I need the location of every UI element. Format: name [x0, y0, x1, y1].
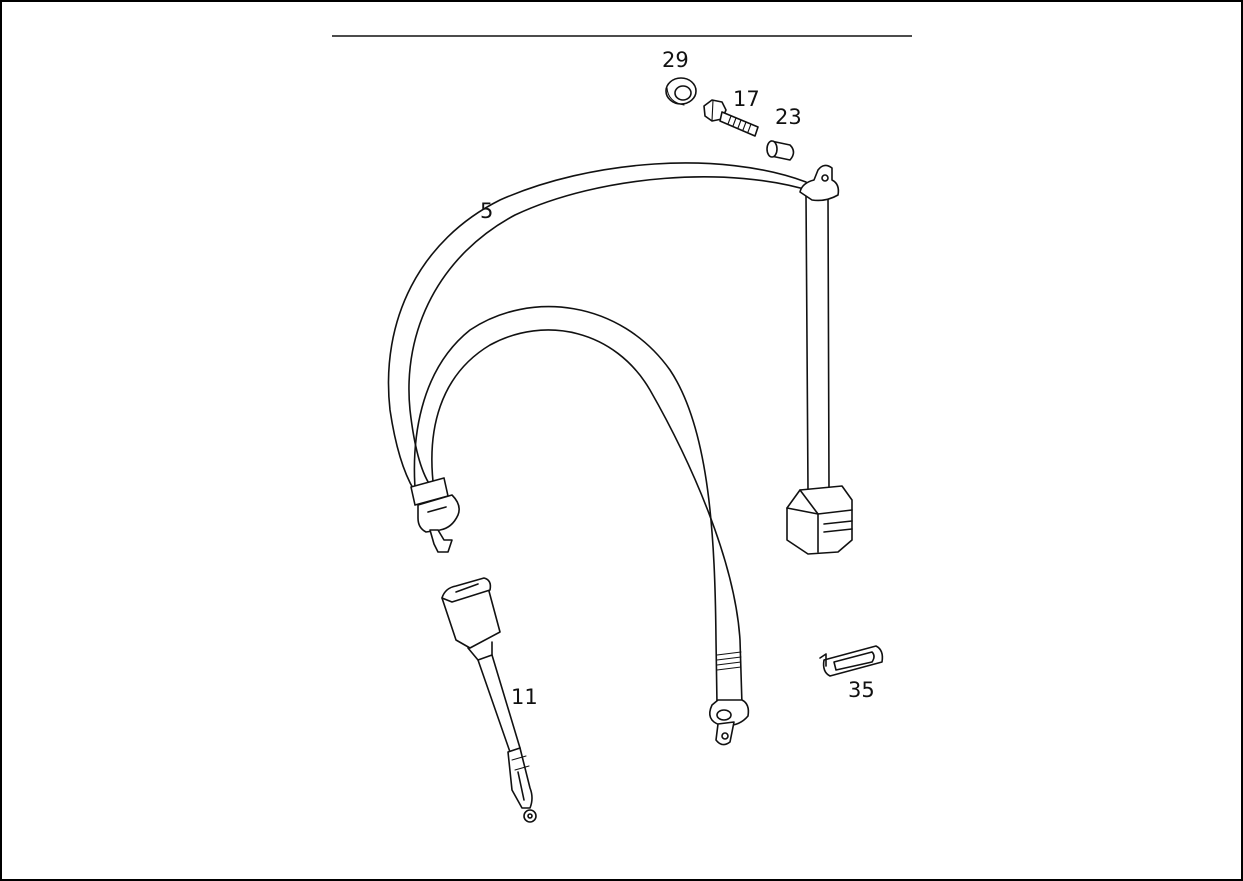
belt-end-anchor	[709, 699, 750, 746]
callout-11: 11	[511, 685, 538, 709]
callout-17: 17	[733, 87, 760, 111]
callout-29: 29	[662, 48, 689, 72]
retractor-strap	[799, 164, 840, 491]
callout-5: 5	[480, 199, 493, 223]
part-11-buckle-stalk	[441, 577, 537, 823]
belt-latch-tongue	[410, 477, 460, 553]
callout-35: 35	[848, 678, 875, 702]
part-35-cover-clip	[819, 645, 884, 677]
part-5-belt-upper-loop	[387, 162, 815, 491]
part-5-belt-lower-loop	[413, 305, 743, 706]
callout-23: 23	[775, 105, 802, 129]
retractor-unit	[786, 485, 853, 555]
part-29-washer	[665, 77, 697, 106]
part-23-spacer	[766, 140, 795, 161]
part-17-bolt	[703, 99, 759, 137]
